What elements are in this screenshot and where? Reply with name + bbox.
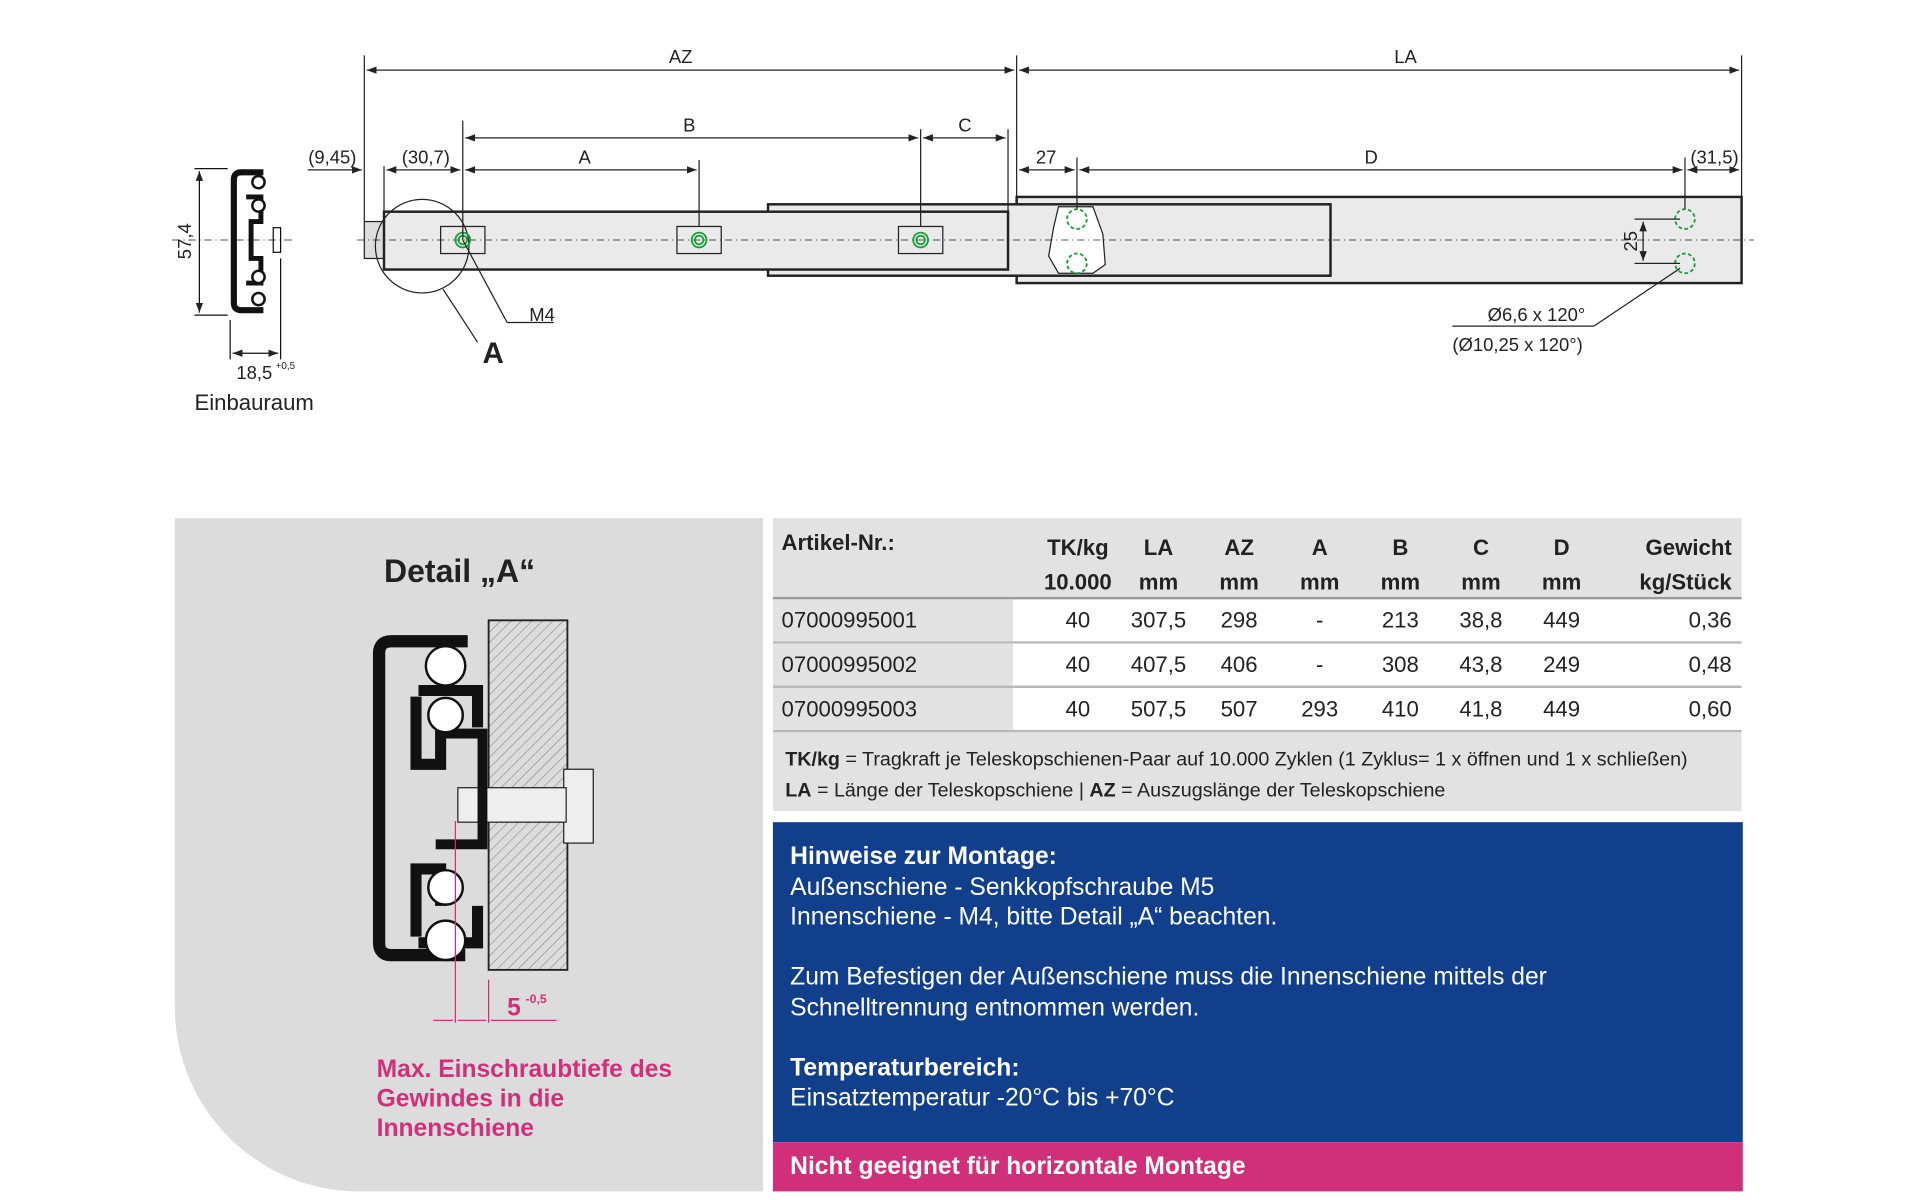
detail-dimension: 5 <box>507 994 521 1021</box>
width-label: 18,5 <box>236 362 272 383</box>
table-cell: 0,36 <box>1688 607 1732 633</box>
info-line: Innenschiene - M4, bitte Detail „A“ beac… <box>790 903 1278 931</box>
table-cell: 308 <box>1381 651 1419 677</box>
dim-d: D <box>1364 147 1377 168</box>
cross-section-icon <box>172 168 296 360</box>
info-line: Schnelltrennung entnommen werden. <box>790 993 1200 1021</box>
rail-drawing <box>356 195 1754 294</box>
detail-title: Detail „A“ <box>384 552 536 590</box>
detail-cross-section-drawing: 5 -0,5 <box>372 619 594 1023</box>
dim-offset-945: (9,45) <box>308 147 356 168</box>
article-number: 07000995002 <box>772 643 1013 686</box>
dim-offset-27: 27 <box>1036 147 1057 168</box>
table-cell: 507,5 <box>1130 696 1187 721</box>
table-cell: - <box>1316 651 1324 677</box>
table-cell: 40 <box>1065 696 1091 721</box>
table-cell: 293 <box>1301 696 1339 721</box>
temperature-heading: Temperaturbereich: <box>790 1054 1020 1082</box>
info-line: Außenschiene - Senkkopfschraube M5 <box>790 873 1215 901</box>
article-number: 07000995001 <box>772 599 1013 642</box>
table-cell: 298 <box>1220 607 1258 633</box>
detail-marker: A <box>482 337 503 370</box>
header-article: Artikel-Nr.: <box>781 530 895 556</box>
height-label: 57,4 <box>174 223 195 259</box>
table-cell: - <box>1316 607 1324 633</box>
article-number: 07000995003 <box>772 688 1013 730</box>
dim-az: AZ <box>669 46 693 67</box>
table-notes: TK/kg = Tragkraft je Teleskopschienen-Pa… <box>772 732 1742 812</box>
mounting-info: Hinweise zur Montage: Außenschiene - Sen… <box>772 822 1743 1143</box>
table-cell: 307,5 <box>1130 607 1187 633</box>
table-cell: 449 <box>1543 696 1581 721</box>
cross-section-caption: Einbauraum <box>194 390 313 415</box>
hole-spec: Ø6,6 x 120° <box>1488 304 1586 325</box>
dimension-lines <box>307 55 1743 343</box>
table-cell: 213 <box>1381 607 1419 633</box>
info-line: Einsatztemperatur -20°C bis +70°C <box>790 1084 1175 1112</box>
info-line: Zum Befestigen der Außenschiene muss die… <box>790 963 1547 991</box>
table-cell: 0,60 <box>1688 696 1732 721</box>
dim-offset-315: (31,5) <box>1690 147 1738 168</box>
dim-spacing-25: 25 <box>1620 231 1641 252</box>
table-row: 07000995003 40 507,5 507 293 410 41,8 449 0,60 <box>772 688 1742 733</box>
hole-spec-alt: (Ø10,25 x 120°) <box>1452 334 1582 355</box>
table-cell: 38,8 <box>1459 607 1503 633</box>
table-cell: 249 <box>1543 651 1581 677</box>
table-cell: 406 <box>1220 651 1258 677</box>
table-cell: 507 <box>1220 696 1258 721</box>
width-tolerance: +0,5 <box>276 361 296 372</box>
table-cell: 410 <box>1381 696 1419 721</box>
mounting-heading: Hinweise zur Montage: <box>790 843 1057 871</box>
table-row: 07000995001 40 307,5 298 - 213 38,8 449 0,36 <box>772 599 1742 644</box>
table-cell: 0,48 <box>1688 651 1732 677</box>
table-row: 07000995002 40 407,5 406 - 308 43,8 249 0,48 <box>772 643 1742 689</box>
technical-drawing: 57,4 18,5 +0,5 Einbauraum <box>172 46 1754 415</box>
dim-a: A <box>578 147 591 168</box>
table-cell: 41,8 <box>1459 696 1503 721</box>
detail-tolerance: -0,5 <box>526 992 547 1006</box>
table-cell: 43,8 <box>1459 651 1503 677</box>
warning-banner: Nicht geeignet für horizontale Montage <box>772 1142 1743 1192</box>
table-cell: 449 <box>1543 607 1581 633</box>
dim-offset-307: (30,7) <box>402 147 450 168</box>
table-cell: 40 <box>1065 607 1091 633</box>
dim-c: C <box>958 115 971 136</box>
detail-note: Max. Einschraubtiefe des Gewindes in die… <box>376 1056 673 1143</box>
dim-b: B <box>683 115 695 136</box>
table-cell: 40 <box>1065 651 1091 677</box>
thread-label: M4 <box>529 304 555 325</box>
table-cell: 407,5 <box>1130 651 1187 677</box>
detail-panel: Detail „A“ 5 -0,5 Max. Einschraubtiefe d… <box>174 518 764 1192</box>
dim-la: LA <box>1394 46 1417 67</box>
